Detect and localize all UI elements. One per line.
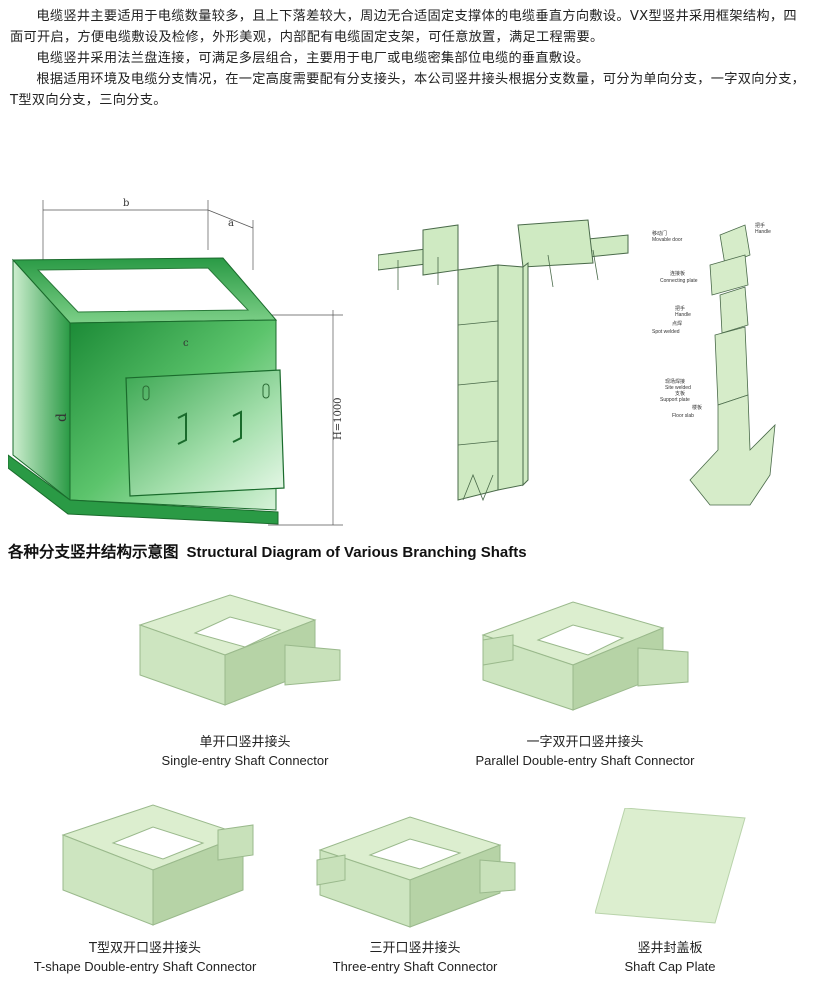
t-shaft-assembly-drawing: [378, 219, 629, 502]
label-movable-door-en: Movable door: [652, 237, 683, 243]
three-entry-title-en: Three-entry Shaft Connector: [332, 959, 498, 974]
shaft-dimension-drawing: b a H=1000 c d: [8, 198, 344, 526]
intro-paragraph-3: 根据适用环境及电缆分支情况，在一定高度需要配有分支接头，本公司竖井接头根据分支数…: [10, 72, 806, 108]
shaft-cap-plate-title-zh: 竖井封盖板: [637, 941, 703, 956]
t-shape-double-entry-title-zh: T型双开口竖井接头: [89, 941, 201, 956]
shaft-cap-plate-caption: 竖井封盖板 Shaft Cap Plate: [520, 940, 820, 976]
label-spot-welded: 点焊: [672, 320, 682, 327]
section-title: 各种分支竖井结构示意图 Structural Diagram of Various…: [8, 540, 527, 562]
label-support-plate-en: Support plate: [660, 397, 690, 403]
t-shape-double-entry-connector-image: [61, 804, 254, 926]
single-entry-connector-image: [138, 594, 341, 706]
label-handle-en: Handle: [755, 229, 771, 235]
intro-text: 电缆竖井主要适用于电缆数量较多，且上下落差较大，周边无合适固定支撑体的电缆垂直方…: [10, 6, 810, 111]
shaft-cap-plate-image: [595, 808, 746, 924]
label-handle: 把手: [755, 222, 765, 229]
shaft-cap-plate-title-en: Shaft Cap Plate: [624, 959, 716, 974]
intro-paragraph-1: 电缆竖井主要适用于电缆数量较多，且上下落差较大，周边无合适固定支撑体的电缆垂直方…: [10, 9, 797, 45]
label-support-plate: 支板: [675, 390, 685, 397]
label-movable-door: 移动门: [652, 230, 667, 237]
dim-h-label: H=1000: [333, 397, 344, 440]
three-entry-caption: 三开口竖井接头 Three-entry Shaft Connector: [265, 940, 565, 976]
label-floor-slab: 楼板: [692, 404, 702, 411]
label-handle-2: 把手: [675, 305, 685, 312]
parallel-double-entry-caption: 一字双开口竖井接头 Parallel Double-entry Shaft Co…: [435, 734, 735, 770]
label-connecting-plate: 连接板: [670, 270, 685, 277]
parallel-double-entry-title-zh: 一字双开口竖井接头: [526, 735, 644, 750]
single-entry-title-en: Single-entry Shaft Connector: [161, 753, 329, 768]
dim-c-label: c: [183, 338, 189, 349]
parallel-double-entry-connector-image: [481, 601, 689, 711]
dim-d-label: d: [54, 413, 70, 422]
section-title-zh: 各种分支竖井结构示意图: [8, 543, 179, 561]
parallel-double-entry-title-en: Parallel Double-entry Shaft Connector: [475, 753, 695, 768]
single-entry-title-zh: 单开口竖井接头: [199, 735, 291, 750]
t-shape-double-entry-title-en: T-shape Double-entry Shaft Connector: [33, 959, 257, 974]
dim-b-label: b: [123, 198, 129, 209]
section-title-en: Structural Diagram of Various Branching …: [186, 544, 527, 561]
label-site-welded-en: Site welded: [665, 385, 691, 391]
label-site-welded: 现场焊接: [665, 378, 685, 385]
label-spot-welded-en: Spot welded: [652, 329, 680, 335]
single-entry-caption: 单开口竖井接头 Single-entry Shaft Connector: [95, 734, 395, 770]
label-connecting-plate-en: Connecting plate: [660, 278, 698, 284]
dim-a-label: a: [228, 218, 234, 229]
three-entry-connector-image: [316, 816, 516, 928]
label-floor-slab-en: Floor slab: [672, 413, 694, 419]
intro-paragraph-2: 电缆竖井采用法兰盘连接，可满足多层组合，主要用于电厂或电缆密集部位电缆的垂直敷设…: [36, 51, 590, 66]
shaft-installation-diagram: 把手 Handle 移动门 Movable door 连接板 Connectin…: [652, 222, 776, 506]
t-shape-double-entry-caption: T型双开口竖井接头 T-shape Double-entry Shaft Con…: [0, 940, 295, 976]
label-handle-2-en: Handle: [675, 312, 691, 318]
three-entry-title-zh: 三开口竖井接头: [369, 941, 461, 956]
